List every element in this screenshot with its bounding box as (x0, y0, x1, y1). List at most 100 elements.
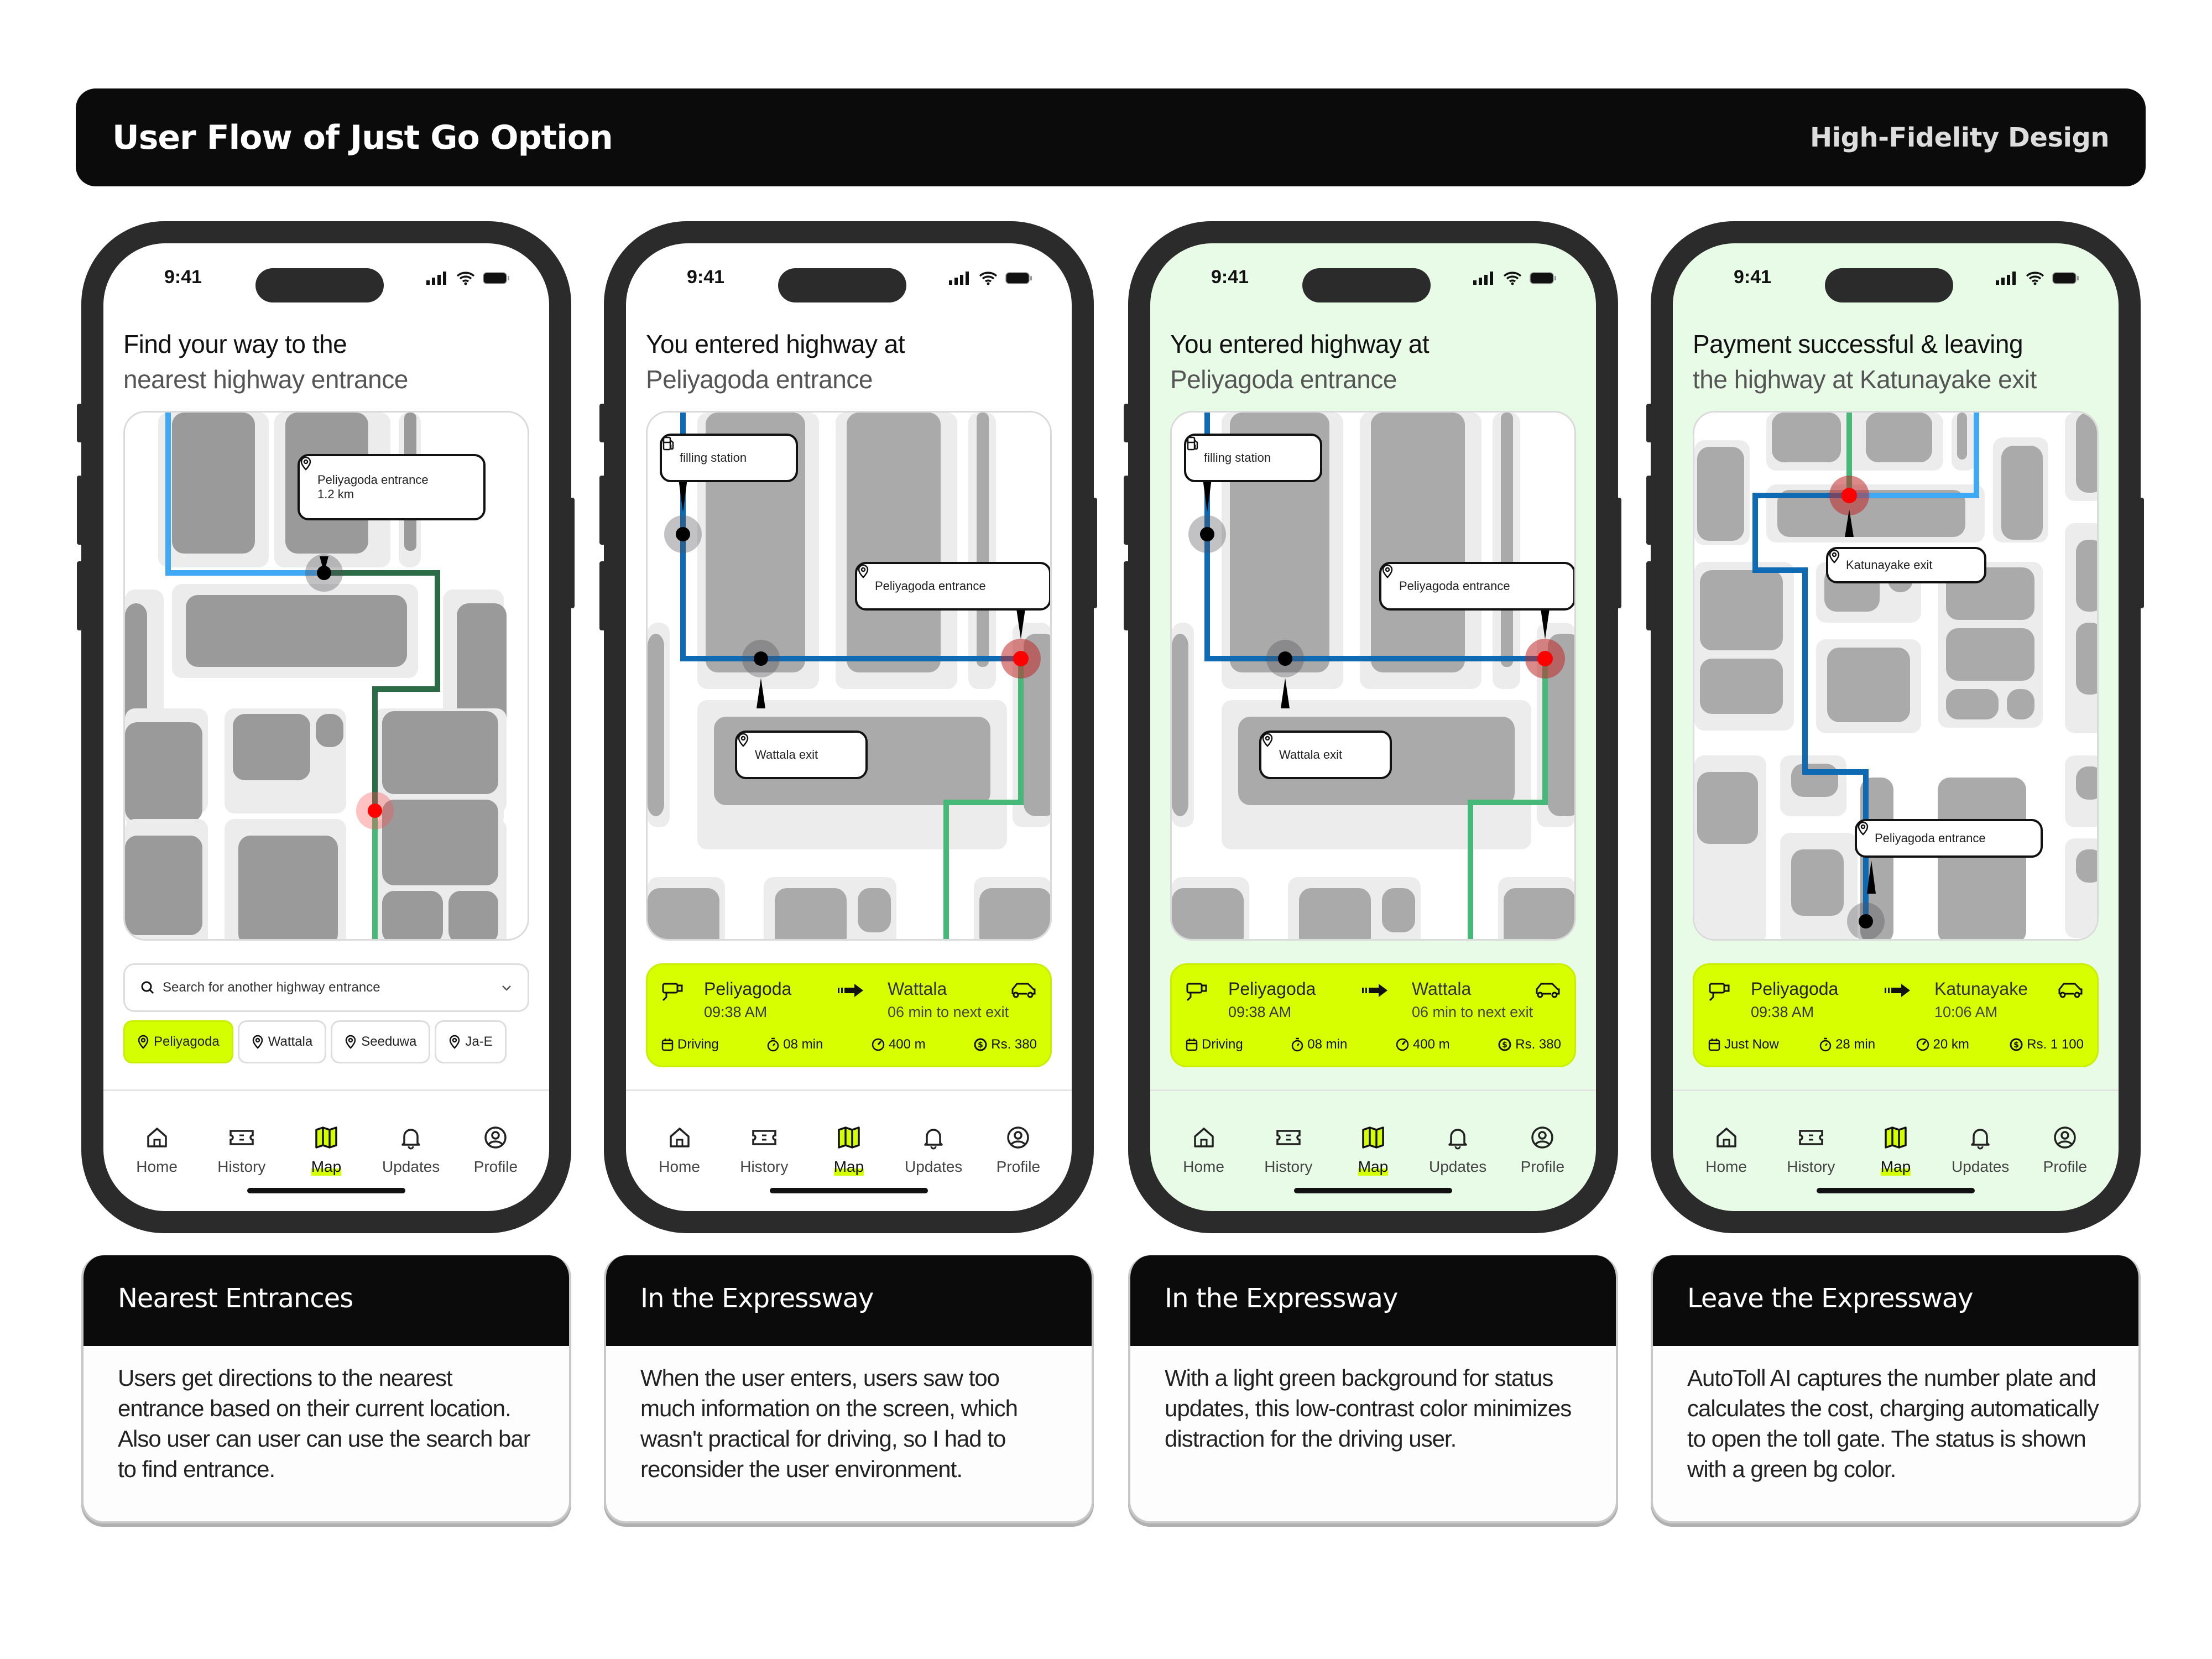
money-icon: $ (974, 1038, 987, 1051)
entrance-chip[interactable]: Wattala (237, 1020, 327, 1063)
nav-label: History (740, 1158, 789, 1175)
destination-marker[interactable] (368, 804, 382, 818)
nav-divider (103, 1089, 549, 1091)
map-building (1548, 634, 1574, 816)
map-callout[interactable]: Wattala exit (1259, 731, 1392, 779)
nav-item-profile[interactable]: Profile (2029, 1125, 2101, 1176)
nav-item-updates[interactable]: Updates (375, 1125, 447, 1176)
chevron-down-icon[interactable] (501, 984, 512, 992)
entrance-chip[interactable]: Peliyagoda (123, 1020, 233, 1063)
map-callout[interactable]: Wattala exit (735, 731, 868, 779)
home-indicator[interactable] (1294, 1188, 1452, 1193)
map-callout[interactable]: Peliyagoda entrance (1855, 819, 2043, 858)
phone-frame-2: 9:41 You entered highway at Peliyagoda e… (604, 221, 1094, 1233)
map-canvas[interactable] (1694, 413, 2099, 941)
from-location: Peliyagoda (1228, 979, 1316, 999)
signal-icon (426, 272, 446, 285)
nav-item-updates[interactable]: Updates (1422, 1125, 1494, 1176)
map-building (2076, 623, 2097, 695)
nav-item-history[interactable]: History (1775, 1125, 1847, 1176)
from-time: 09:38 AM (1751, 1004, 1814, 1020)
exit-marker[interactable] (1841, 488, 1857, 503)
home-indicator[interactable] (770, 1188, 928, 1193)
description-title: In the Expressway (606, 1255, 1092, 1346)
nav-item-home[interactable]: Home (644, 1125, 716, 1176)
user-circle-icon (1006, 1125, 1030, 1154)
svg-text:$: $ (2013, 1041, 2019, 1050)
map-canvas[interactable] (1172, 413, 1576, 941)
page-title: User Flow of Just Go Option (112, 118, 613, 157)
map-canvas[interactable] (648, 413, 1052, 941)
status-time: 9:41 (1734, 267, 1772, 288)
location-pin-icon (345, 1035, 356, 1049)
callout-label: Wattala exit (1279, 748, 1343, 761)
map-callout[interactable]: Katunayake exit (1826, 547, 1986, 583)
screen-title-line2: Peliyagoda entrance (646, 365, 873, 394)
nav-label: Updates (1429, 1158, 1487, 1175)
location-pin-icon (300, 456, 311, 471)
screen-title-line1: Payment successful & leaving (1693, 330, 2023, 358)
nav-item-home[interactable]: Home (1168, 1125, 1240, 1176)
map-building (172, 413, 255, 554)
nav-item-map[interactable]: Map (1860, 1125, 1932, 1176)
nav-item-history[interactable]: History (206, 1125, 278, 1176)
filling-station-marker[interactable] (676, 527, 690, 541)
bell-icon (399, 1125, 423, 1154)
nav-item-profile[interactable]: Profile (460, 1125, 531, 1176)
nav-label: Home (1705, 1158, 1747, 1175)
nav-item-updates[interactable]: Updates (1944, 1125, 2016, 1176)
wifi-icon (979, 272, 998, 285)
nav-item-map[interactable]: Map (290, 1125, 362, 1176)
nav-item-home[interactable]: Home (121, 1125, 193, 1176)
callout-label: Peliyagoda entrance (1399, 579, 1510, 593)
map-building (1299, 888, 1371, 939)
nav-item-map[interactable]: Map (1337, 1125, 1409, 1176)
map-icon (837, 1125, 861, 1154)
exit-marker[interactable] (1278, 651, 1292, 666)
map-canvas[interactable] (125, 413, 529, 941)
map-building (847, 413, 941, 672)
search-input[interactable]: Search for another highway entrance (123, 963, 529, 1012)
stopwatch-icon (1819, 1037, 1832, 1052)
nav-item-home[interactable]: Home (1691, 1125, 1762, 1176)
map-callout[interactable]: filling station (1184, 434, 1322, 482)
nav-item-map[interactable]: Map (813, 1125, 885, 1176)
entrance-marker[interactable] (1859, 914, 1873, 928)
calendar-icon (1186, 1039, 1198, 1051)
map-building (1697, 772, 1758, 844)
nav-item-profile[interactable]: Profile (1506, 1125, 1578, 1176)
user-circle-icon (1530, 1125, 1554, 1154)
home-indicator[interactable] (1817, 1188, 1975, 1193)
map-callout[interactable]: filling station (660, 434, 798, 482)
page-subtitle: High-Fidelity Design (1809, 122, 2110, 153)
trip-duration: 28 min (1835, 1037, 1876, 1052)
home-indicator[interactable] (247, 1188, 405, 1193)
dynamic-island (1302, 268, 1431, 302)
home-icon (667, 1125, 692, 1154)
map-callout[interactable]: Peliyagoda entrance (1379, 562, 1574, 611)
entrance-chip[interactable]: Seeduwa (331, 1020, 431, 1063)
arrow-right-icon (1362, 984, 1387, 997)
nav-label: History (217, 1158, 266, 1175)
phone-screen: 9:41 You entered highway at Peliyagoda e… (1150, 243, 1596, 1211)
entrance-chip[interactable]: Ja-E (435, 1020, 507, 1063)
toll-camera-icon (662, 983, 683, 1001)
exit-marker[interactable] (754, 651, 768, 666)
phone-frame-1: 9:41 Find your way to the nearest highwa… (81, 221, 571, 1233)
filling-station-marker[interactable] (1200, 527, 1214, 541)
nav-item-updates[interactable]: Updates (898, 1125, 969, 1176)
map-callout[interactable]: Peliyagoda entrance (855, 562, 1050, 611)
nav-item-history[interactable]: History (1253, 1125, 1324, 1176)
nav-item-profile[interactable]: Profile (982, 1125, 1054, 1176)
map-building (1791, 764, 1838, 797)
nav-item-history[interactable]: History (728, 1125, 800, 1176)
